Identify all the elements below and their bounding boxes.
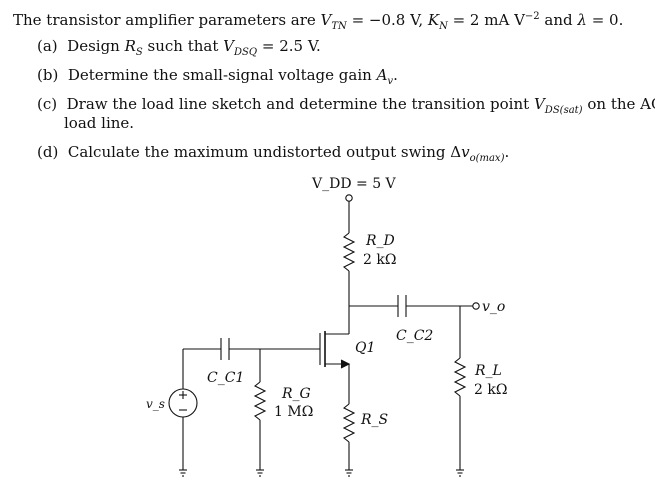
rl-resistor [453,357,467,397]
vs-label: v_s [146,397,165,411]
q1-label: Q1 [355,340,375,356]
rl-value: 2 kΩ [474,382,507,398]
rd-value: 2 kΩ [363,252,396,268]
rs-resistor [342,403,356,443]
part-d: (d) Calculate the maximum undistorted ou… [37,143,510,164]
part-a: (a) Design RS such that VDSQ = 2.5 V. [37,37,321,58]
ground-icon [179,469,187,477]
cc2-label: C_C2 [396,328,433,344]
ground-icon [256,469,264,477]
rg-value: 1 MΩ [274,404,313,420]
cc1-label: C_C1 [207,370,244,386]
part-b: (b) Determine the small-signal voltage g… [37,66,398,87]
vdd-label: V_DD = 5 V [311,176,397,192]
rg-name: R_G [281,386,311,402]
part-c: (c) Draw the load line sketch and determ… [37,95,655,116]
part-c-continued: load line. [64,114,135,132]
ground-icon [345,469,353,477]
problem-intro: The transistor amplifier parameters are … [13,11,624,32]
rs-label: R_S [360,412,388,428]
rl-name: R_L [474,363,502,379]
vdd-terminal [345,194,353,202]
ground-icon [456,469,464,477]
rd-name: R_D [365,233,395,249]
rg-resistor [253,381,267,421]
vo-label: v_o [482,299,505,315]
rd-resistor [342,232,356,272]
vo-terminal [472,302,480,310]
